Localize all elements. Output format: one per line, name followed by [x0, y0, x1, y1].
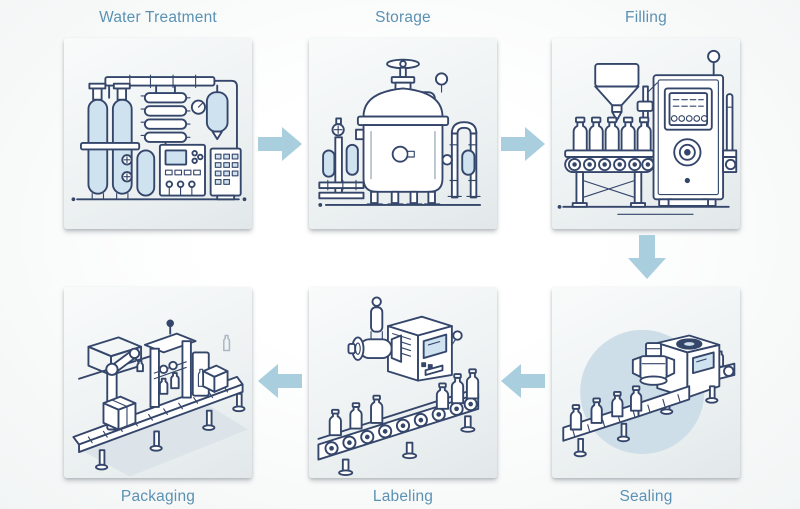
filling-illustration	[557, 49, 738, 215]
arrow-filling-to-sealing	[628, 235, 666, 279]
arrow-storage-to-filling	[501, 127, 545, 161]
stage-water-treatment: Water Treatment	[64, 9, 252, 229]
packaging-illustration	[72, 319, 249, 477]
stage-tile-packaging	[64, 287, 252, 478]
stage-label-storage: Storage	[375, 9, 431, 26]
arrow-labeling-to-packaging	[258, 364, 302, 398]
stage-storage: Storage	[309, 9, 497, 229]
stage-packaging: Packaging	[64, 287, 252, 505]
arrow-sealing-to-labeling	[501, 364, 545, 398]
stage-tile-water-treatment	[64, 38, 252, 229]
labeling-illustration	[317, 296, 480, 477]
sealing-illustration	[562, 329, 736, 458]
arrow-water-treatment-to-storage	[258, 127, 302, 161]
stage-label-sealing: Sealing	[619, 488, 673, 505]
stage-label-filling: Filling	[625, 9, 667, 26]
stage-tile-labeling	[309, 287, 497, 478]
stage-tile-sealing	[552, 287, 740, 478]
stage-label-labeling: Labeling	[372, 488, 434, 505]
stage-label-water-treatment: Water Treatment	[99, 9, 217, 26]
stage-label-packaging: Packaging	[120, 488, 196, 505]
stage-tile-filling	[552, 38, 740, 229]
stage-labeling: Labeling	[309, 287, 497, 505]
storage-illustration	[318, 58, 482, 207]
stage-tile-storage	[309, 38, 497, 229]
water-treatment-illustration	[71, 74, 247, 202]
stage-filling: Filling	[552, 9, 740, 229]
stage-sealing: Sealing	[552, 287, 740, 505]
